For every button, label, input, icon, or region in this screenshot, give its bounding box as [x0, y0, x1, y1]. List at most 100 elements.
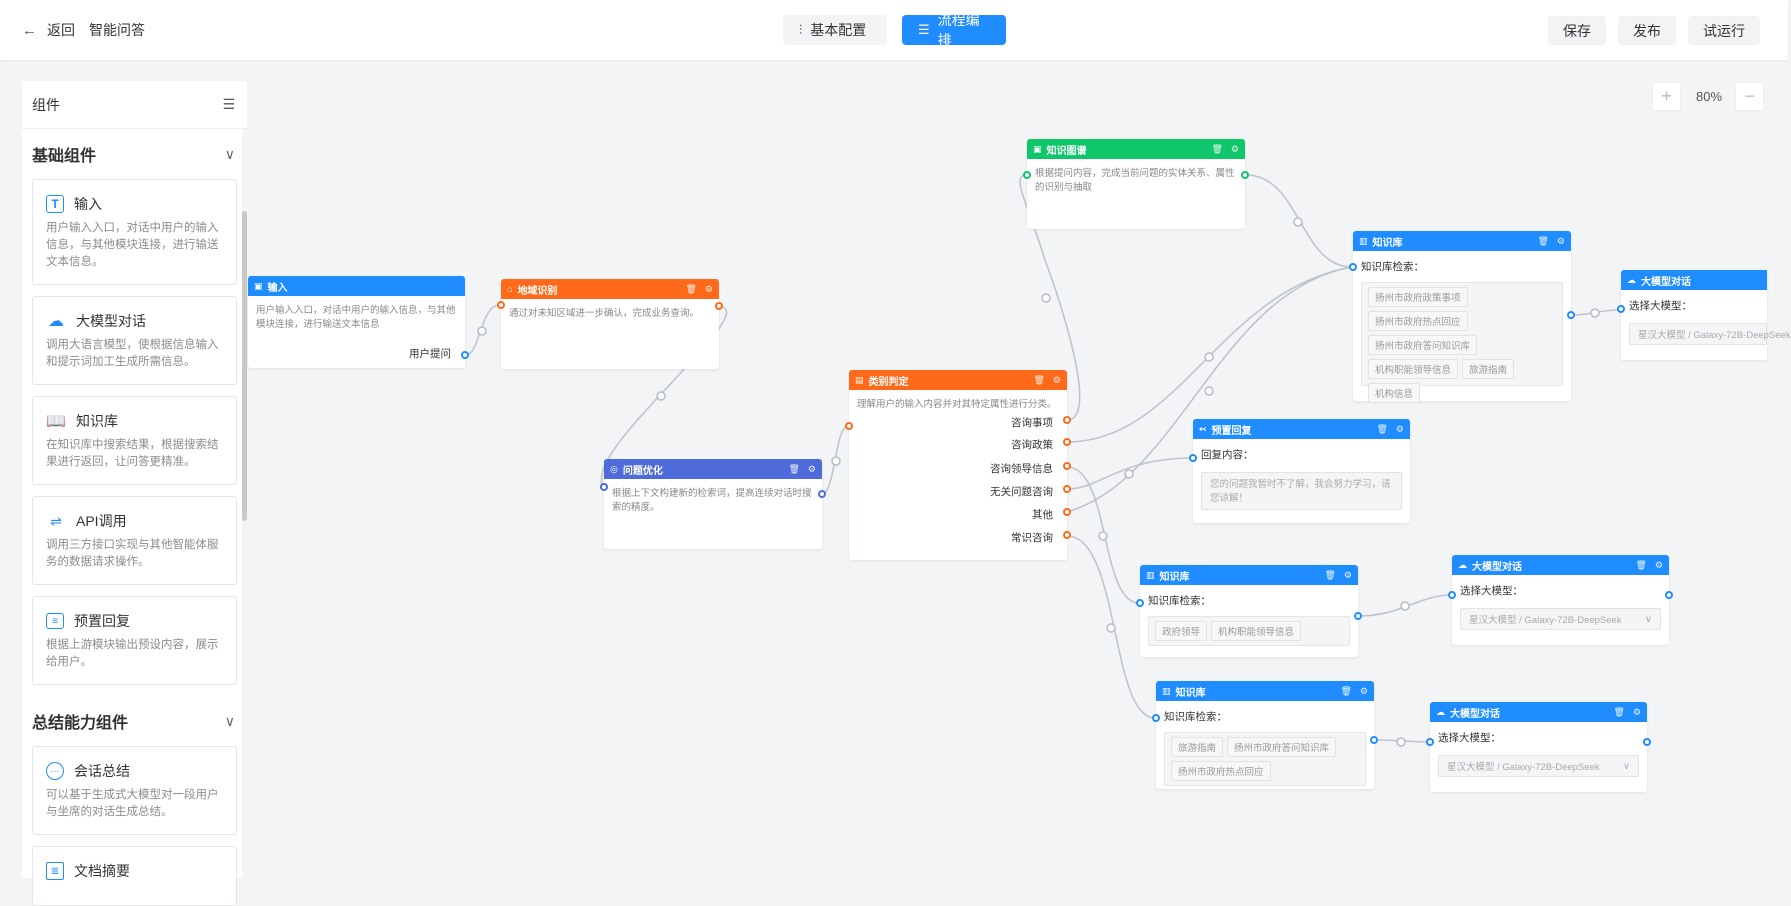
node-llm-chat-2[interactable]: ☁大模型对话🗑⚙ 选择大模型： 星汉大模型 / Galaxy-72B-DeepS…: [1448, 555, 1673, 645]
settings-icon[interactable]: ⚙: [1395, 423, 1404, 434]
node-title: 大模型对话: [1641, 276, 1691, 288]
settings-icon[interactable]: ⚙: [1654, 559, 1663, 570]
output-port[interactable]: [1063, 485, 1071, 493]
component-knowledge-base[interactable]: 📖知识库 在知识库中搜索结果，根据搜索结果进行返回，让问答更精准。: [32, 396, 237, 485]
node-question-optimize[interactable]: ◎问题优化🗑⚙ 根据上下文构建新的检索词，提高连续对话时搜索的精度。: [600, 459, 826, 549]
input-port[interactable]: [497, 301, 505, 309]
node-title: 预置回复: [1211, 425, 1252, 437]
output-port[interactable]: [1665, 591, 1673, 599]
delete-icon[interactable]: 🗑: [1340, 685, 1352, 696]
delete-icon[interactable]: 🗑: [1211, 143, 1223, 154]
group-basic[interactable]: 基础组件 ∨: [32, 129, 237, 179]
kb-tag-select[interactable]: 扬州市政府政策事项 扬州市政府热点回应 扬州市政府答问知识库 机构职能领导信息 …: [1361, 282, 1563, 403]
output-port[interactable]: [1567, 311, 1575, 319]
component-label: 输入: [74, 196, 102, 212]
input-port[interactable]: [1349, 263, 1357, 271]
node-input[interactable]: ▣输入 用户输入入口，对话中用户的输入信息，与其他模块连接，进行输送文本信息 用…: [248, 276, 469, 368]
llm-chat-icon: ☁: [1458, 559, 1467, 570]
node-title: 知识库: [1175, 687, 1206, 699]
delete-icon[interactable]: 🗑: [1324, 569, 1336, 580]
tab-flow-orchestration[interactable]: ☰ 流程编排: [902, 12, 1006, 48]
component-llm-chat[interactable]: ☁大模型对话 调用大语言模型，使根据信息输入和提示词加工生成所需信息。: [32, 296, 237, 385]
output-irrelevant: 无关问题咨询: [990, 486, 1053, 498]
input-port[interactable]: [1448, 591, 1456, 599]
component-desc: 用户输入入口，对话中用户的输入信息，与其他模块连接，进行输送文本信息。: [46, 222, 219, 268]
output-port[interactable]: [818, 490, 826, 498]
output-port[interactable]: [461, 351, 469, 359]
input-port[interactable]: [600, 483, 608, 491]
output-port[interactable]: [715, 302, 723, 310]
kb-tag-select[interactable]: 旅游指南 扬州市政府答问知识库 扬州市政府热点回应: [1164, 732, 1366, 786]
input-port[interactable]: [1426, 738, 1434, 746]
chat-summary-icon: ···: [46, 762, 64, 780]
delete-icon[interactable]: 🗑: [1635, 559, 1647, 570]
model-select[interactable]: 星汉大模型 / Galaxy-72B-DeepSeek∨: [1460, 608, 1661, 630]
node-knowledge-base-2[interactable]: ▥知识库🗑⚙ 知识库检索： 政府领导 机构职能领导信息: [1136, 565, 1362, 657]
group-summary[interactable]: 总结能力组件 ∨: [32, 696, 237, 746]
output-port[interactable]: [1370, 736, 1378, 744]
api-icon: ⇌: [50, 512, 62, 529]
output-port[interactable]: [1063, 462, 1071, 470]
component-doc-summary[interactable]: ≣文档摘要: [32, 846, 237, 906]
region-icon: ⌂: [507, 284, 513, 294]
save-button[interactable]: 保存: [1548, 16, 1606, 45]
delete-icon[interactable]: 🗑: [1613, 706, 1625, 717]
model-select[interactable]: 星汉大模型 / Galaxy-72B-DeepSeek: [1629, 323, 1791, 345]
node-llm-chat-3[interactable]: ☁大模型对话🗑⚙ 选择大模型： 星汉大模型 / Galaxy-72B-DeepS…: [1426, 702, 1651, 792]
output-port[interactable]: [1063, 531, 1071, 539]
component-preset-reply[interactable]: ≡预置回复 根据上游模块输出预设内容，展示给用户。: [32, 596, 237, 685]
kb-tag-select[interactable]: 政府领导 机构职能领导信息: [1148, 616, 1350, 646]
input-port[interactable]: [845, 422, 853, 430]
input-port[interactable]: [1152, 714, 1160, 722]
settings-icon[interactable]: ⚙: [1343, 569, 1352, 580]
delete-icon[interactable]: 🗑: [1376, 423, 1388, 434]
settings-icon[interactable]: ⚙: [1052, 374, 1061, 385]
node-header: ☁大模型对话: [1621, 270, 1767, 290]
input-port[interactable]: [1023, 171, 1031, 179]
model-select[interactable]: 星汉大模型 / Galaxy-72B-DeepSeek∨: [1438, 755, 1639, 777]
output-port[interactable]: [1354, 612, 1362, 620]
trial-run-button[interactable]: 试运行: [1688, 16, 1760, 45]
output-port[interactable]: [1063, 438, 1071, 446]
node-knowledge-base-1[interactable]: ▥知识库🗑⚙ 知识库检索： 扬州市政府政策事项 扬州市政府热点回应 扬州市政府答…: [1349, 231, 1575, 403]
delete-icon[interactable]: 🗑: [685, 283, 697, 294]
delete-icon[interactable]: 🗑: [1033, 374, 1045, 385]
node-knowledge-base-3[interactable]: ▥知识库🗑⚙ 知识库检索： 旅游指南 扬州市政府答问知识库 扬州市政府热点回应: [1152, 681, 1378, 789]
node-preset-reply[interactable]: ↢预置回复🗑⚙ 回复内容： 您的问题我暂时不了解，我会努力学习，请您谅解！: [1189, 419, 1410, 523]
component-api-call[interactable]: ⇌API调用 调用三方接口实现与其他智能体服务的数据请求操作。: [32, 496, 237, 585]
zoom-in-button[interactable]: +: [1652, 82, 1681, 111]
node-region-recognition[interactable]: ⌂地域识别🗑⚙ 通过对未知区域进一步确认，完成业务查询。: [497, 279, 723, 369]
reply-content-textarea[interactable]: 您的问题我暂时不了解，我会努力学习，请您谅解！: [1201, 472, 1402, 510]
output-port[interactable]: [1643, 738, 1651, 746]
component-chat-summary[interactable]: ···会话总结 可以基于生成式大模型对一段用户与坐席的对话生成总结。: [32, 746, 237, 835]
node-header: ☁大模型对话🗑⚙: [1430, 702, 1647, 722]
output-port[interactable]: [1063, 508, 1071, 516]
node-title: 知识图谱: [1046, 145, 1087, 157]
back-button[interactable]: ← 返回 智能问答: [22, 20, 145, 40]
input-port[interactable]: [1189, 454, 1197, 462]
settings-icon[interactable]: ⚙: [1556, 235, 1565, 246]
kb-tag: 扬州市政府热点回应: [1368, 311, 1468, 331]
collapse-panel-icon[interactable]: ☰: [222, 96, 235, 112]
node-llm-chat-1[interactable]: ☁大模型对话 选择大模型： 星汉大模型 / Galaxy-72B-DeepSee…: [1617, 270, 1791, 360]
output-port[interactable]: [1241, 171, 1249, 179]
delete-icon[interactable]: 🗑: [788, 463, 800, 474]
node-category-judge[interactable]: ▤类别判定🗑⚙ 理解用户的输入内容并对其特定属性进行分类。 咨询事项 咨询政策 …: [845, 370, 1071, 560]
settings-icon[interactable]: ⚙: [807, 463, 816, 474]
output-port[interactable]: [1063, 416, 1071, 424]
zoom-out-button[interactable]: −: [1735, 82, 1764, 111]
tab-basic-config[interactable]: ⫶ 基本配置: [783, 15, 887, 45]
panel-scrollbar[interactable]: [242, 129, 247, 878]
node-knowledge-graph[interactable]: ▣知识图谱🗑⚙ 根据提问内容，完成当前问题的实体关系、属性的识别与抽取: [1023, 139, 1249, 229]
input-port[interactable]: [1617, 305, 1625, 313]
input-port[interactable]: [1136, 599, 1144, 607]
publish-button[interactable]: 发布: [1618, 16, 1676, 45]
settings-icon[interactable]: ⚙: [1230, 143, 1239, 154]
scrollbar-thumb[interactable]: [242, 211, 247, 521]
delete-icon[interactable]: 🗑: [1537, 235, 1549, 246]
node-header: ↢预置回复🗑⚙: [1193, 419, 1410, 439]
settings-icon[interactable]: ⚙: [704, 283, 713, 294]
settings-icon[interactable]: ⚙: [1359, 685, 1368, 696]
settings-icon[interactable]: ⚙: [1632, 706, 1641, 717]
